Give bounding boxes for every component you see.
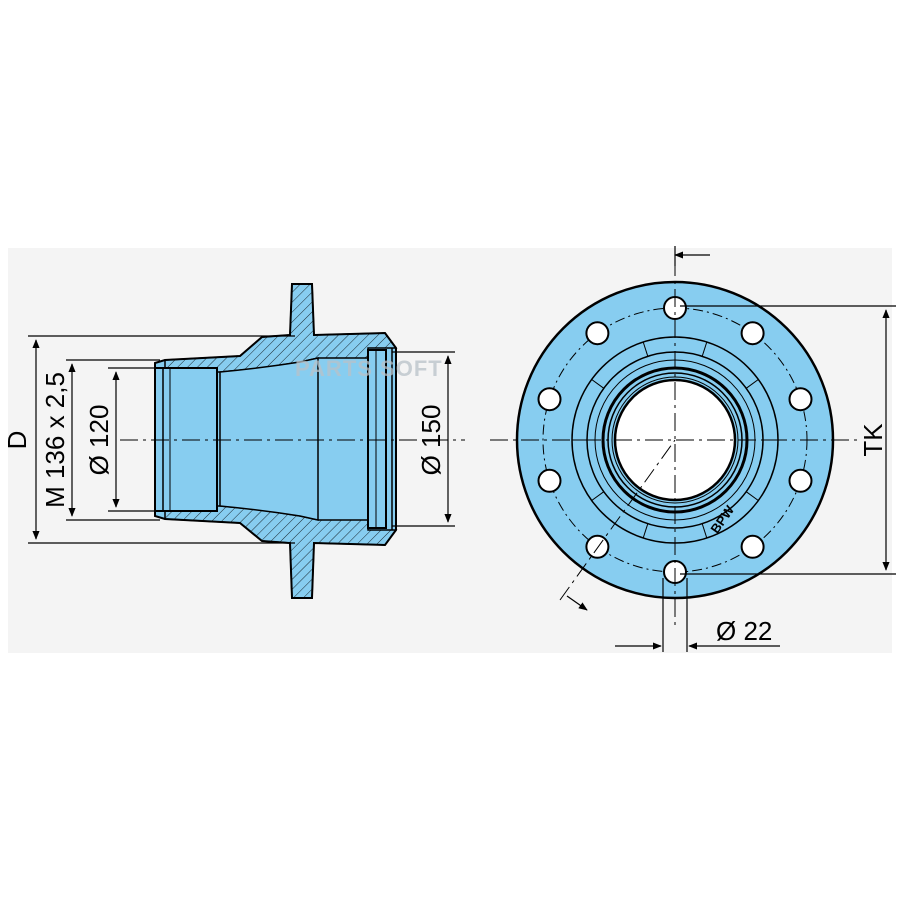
hole-diameter-label: Ø 22: [716, 616, 772, 646]
bolt-hole: [788, 387, 813, 412]
bolt-holes: [537, 296, 813, 584]
bolt-hole: [740, 321, 765, 346]
tk-label: TK: [858, 423, 888, 457]
side-dimensions: [28, 335, 465, 544]
bolt-hole: [585, 321, 610, 346]
front-dimensions: [566, 246, 896, 652]
hub-rib: [591, 379, 605, 389]
hub-rib: [642, 341, 649, 357]
front-view: BPW: [490, 258, 860, 625]
watermark: PARTS SOFT: [295, 356, 443, 381]
hub-rib: [591, 491, 605, 501]
hub-rib: [642, 523, 649, 539]
side-dimension-labels: D M 136 x 2,5 Ø 120 Ø 150: [2, 372, 446, 508]
seal-ring: [367, 349, 387, 529]
hub-rib: [701, 341, 708, 357]
d-label: D: [2, 431, 32, 450]
front-dimension-labels: TK Ø 22: [716, 423, 888, 646]
bolt-hole: [788, 468, 813, 493]
thread-label: M 136 x 2,5: [40, 372, 70, 508]
hub-rib: [745, 379, 759, 389]
seat-label: Ø 150: [416, 405, 446, 476]
inner-bore: [219, 357, 319, 521]
hub-rib: [701, 523, 708, 539]
bore-label: Ø 120: [84, 405, 114, 476]
bolt-hole: [537, 387, 562, 412]
bolt-hole: [585, 534, 610, 559]
bolt-hole: [537, 468, 562, 493]
hub-rib: [745, 491, 759, 501]
bolt-hole: [740, 534, 765, 559]
